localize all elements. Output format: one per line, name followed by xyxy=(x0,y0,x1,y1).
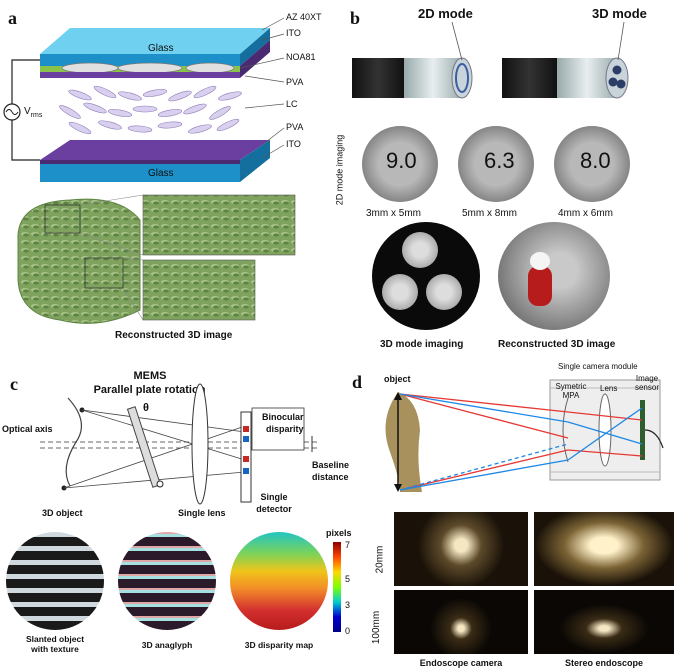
detector-line1: Single xyxy=(260,492,288,502)
panel-b-caption-left: 3D mode imaging xyxy=(380,339,464,350)
colorbar-title: pixels xyxy=(326,528,352,538)
mode-2d-label: 2D mode xyxy=(418,6,473,21)
panel-b-caption-right: Reconstructed 3D image xyxy=(498,339,616,350)
reconstructed-3d-image xyxy=(17,194,296,324)
3d-object-shape xyxy=(65,397,83,487)
theta-label: θ xyxy=(143,402,149,414)
zoom-inset-bottom xyxy=(142,259,256,321)
reconstructed-3d-photo xyxy=(498,222,610,330)
target-image-1: 9.0 xyxy=(362,126,438,202)
endoscope-photo-100mm xyxy=(394,590,528,654)
baseline-line1: Baseline xyxy=(312,460,350,470)
lens-element xyxy=(598,393,612,467)
layer-ito-bottom-label: ITO xyxy=(286,139,301,149)
object-blob xyxy=(385,392,422,492)
red-rays xyxy=(399,393,643,491)
sensor-label: Image sensor xyxy=(634,374,659,392)
glass-bottom-label: Glass xyxy=(148,168,174,179)
target-size-2: 5mm x 8mm xyxy=(462,208,517,219)
colorbar-tick-7: 7 xyxy=(345,540,351,550)
panel-a-letter: a xyxy=(8,8,17,28)
disparity-colorbar xyxy=(333,542,341,632)
pva-bottom-layer xyxy=(40,140,270,160)
anaglyph-photo xyxy=(118,532,216,630)
colorbar-tick-5: 5 xyxy=(345,574,351,584)
caption-slanted-object: Slanted object with texture xyxy=(25,634,85,654)
image-sensor-bar xyxy=(640,400,645,460)
mode-3d-label: 3D mode xyxy=(592,6,647,21)
caption-anaglyph: 3D anaglyph xyxy=(141,640,193,650)
rotating-plate xyxy=(126,406,162,488)
mems-optical-diagram xyxy=(40,383,320,505)
voltage-label: Vrms xyxy=(24,106,43,119)
panel-a: a xyxy=(0,0,340,345)
binocular-line2: disparity xyxy=(266,424,304,434)
mpa-label: Symetric MPA xyxy=(555,382,587,400)
glass-top-face xyxy=(40,28,270,54)
mems-title-line1: MEMS xyxy=(133,370,167,382)
target-number-2: 6.3 xyxy=(484,148,515,173)
baseline-line2: distance xyxy=(312,472,349,482)
colorbar-tick-3: 3 xyxy=(345,600,351,610)
layer-ito-top-label: ITO xyxy=(286,28,301,38)
caption-endoscope-camera: Endoscope camera xyxy=(419,658,503,668)
row-label-100mm: 100mm xyxy=(371,610,383,645)
3d-object-label: 3D object xyxy=(42,508,83,518)
3d-mode-imaging-photo xyxy=(372,222,480,330)
endoscope-photo-20mm xyxy=(394,512,528,586)
object-label: object xyxy=(384,374,411,384)
panel-b: b 2D mode 3D mode 2D mode imaging 9.0 6.… xyxy=(334,0,685,355)
stereo-optics-diagram xyxy=(385,379,664,492)
row-label-20mm: 20mm xyxy=(374,545,386,574)
optical-axis-label: Optical axis xyxy=(2,424,53,434)
single-lens-shape xyxy=(191,383,209,505)
stereo-photo-20mm xyxy=(534,512,674,586)
target-image-3: 8.0 xyxy=(554,126,630,202)
single-lens-label: Single lens xyxy=(178,508,226,518)
layer-az-label: AZ 40XT xyxy=(286,12,322,22)
caption-disparity-map: 3D disparity map xyxy=(244,640,314,650)
stereo-photo-100mm xyxy=(534,590,674,654)
module-title: Single camera module xyxy=(558,362,638,371)
slanted-object-photo xyxy=(6,532,104,630)
binocular-line1: Binocular xyxy=(262,412,304,422)
panel-d: d object Single camera module Symetric M… xyxy=(352,360,685,672)
lc-lens-schematic xyxy=(3,17,285,182)
caption-stereo-endoscope: Stereo endoscope xyxy=(564,658,644,668)
target-size-1: 3mm x 5mm xyxy=(366,208,421,219)
endoscope-tips xyxy=(352,21,629,99)
target-image-2: 6.3 xyxy=(458,126,534,202)
glass-bottom-front xyxy=(40,164,240,182)
layer-pva-bottom-label: PVA xyxy=(286,122,304,132)
pva-top-layer xyxy=(40,72,240,78)
panel-c-letter: c xyxy=(10,374,18,394)
mems-title-line2: Parallel plate rotation xyxy=(93,384,206,396)
blue-rays xyxy=(399,393,643,491)
2d-mode-imaging-side-label: 2D mode imaging xyxy=(334,134,345,206)
lc-molecules xyxy=(59,85,242,135)
target-size-3: 4mm x 6mm xyxy=(558,208,613,219)
colorbar-tick-0: 0 xyxy=(345,626,351,636)
panel-c: c MEMS Parallel plate rotation θ Optical… xyxy=(0,360,360,672)
panel-d-letter: d xyxy=(352,372,363,392)
layer-lc-label: LC xyxy=(286,99,298,109)
target-number-1: 9.0 xyxy=(386,148,417,173)
layer-noa-label: NOA81 xyxy=(286,52,316,62)
panel-a-caption: Reconstructed 3D image xyxy=(115,330,233,341)
detector-line2: detector xyxy=(256,504,292,514)
lens-label: Lens xyxy=(600,384,618,393)
target-number-3: 8.0 xyxy=(580,148,611,173)
panel-b-letter: b xyxy=(350,8,361,28)
glass-top-label: Glass xyxy=(148,43,174,54)
layer-pva-top-label: PVA xyxy=(286,77,304,87)
zoom-inset-top xyxy=(142,194,296,256)
disparity-map-photo xyxy=(230,532,328,630)
